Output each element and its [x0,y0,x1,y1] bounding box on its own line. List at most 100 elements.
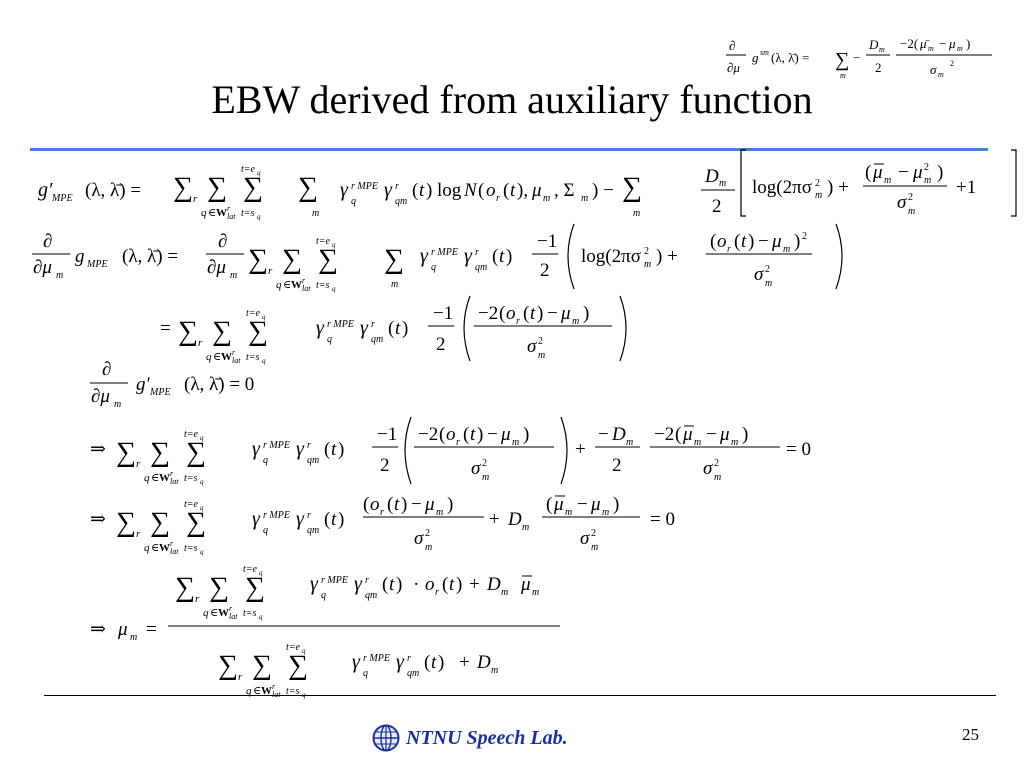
equations-block: q ∈ W r lat t=e q t=s q γ r MPE q γ r qm… [32,36,1017,700]
svg-text:⇒: ⇒ [90,509,106,530]
svg-text:o: o [425,574,435,595]
svg-text:m: m [56,270,63,281]
gsm-derivative-formula: ∂ ∂μ g sm (λ, λ̄) = ∑ m − D m 2 −2( μ̄ m… [726,36,992,80]
svg-text:+1: +1 [956,177,976,198]
svg-text:−2: −2 [418,424,438,445]
svg-text:log(2πσ: log(2πσ [581,246,641,267]
svg-text:2: 2 [540,260,550,281]
svg-text:m: m [114,399,121,410]
svg-text:∂μ: ∂μ [727,60,740,75]
ntnu-globe-logo-icon [372,724,400,752]
svg-text:(: ( [503,180,509,201]
svg-text:) +: ) + [656,246,678,267]
svg-text:2: 2 [436,334,446,355]
svg-text:∂: ∂ [218,231,227,252]
svg-text:−: − [853,50,860,65]
svg-text:): ) [937,162,943,183]
svg-text:r: r [435,587,439,598]
svg-text:= 0: = 0 [786,439,811,460]
svg-text:+: + [489,509,500,530]
svg-text:m: m [391,279,398,290]
svg-text:=: = [160,318,171,339]
svg-text:o: o [486,180,496,201]
svg-text:m: m [581,193,588,204]
svg-text:2: 2 [712,196,722,217]
svg-text:D: D [486,574,501,595]
svg-text:∂μ: ∂μ [33,257,52,278]
svg-text:MPE: MPE [51,193,73,204]
svg-text:−1: −1 [537,231,557,252]
svg-text:(λ, λ̄) =: (λ, λ̄) = [122,246,178,267]
svg-text:−: − [598,424,609,445]
svg-text:μ̄: μ̄ [919,36,931,51]
svg-text:μ: μ [948,36,956,51]
svg-text:m: m [928,44,934,53]
svg-text:∂μ: ∂μ [91,386,110,407]
svg-text:−2: −2 [478,303,498,324]
svg-text:−: − [898,162,909,183]
svg-text:D: D [611,424,626,445]
svg-text:μ: μ [520,574,531,595]
svg-text:m: m [230,270,237,281]
svg-text:D: D [507,509,522,530]
equation-mean-update: ⇒ μ m = · o r (t) + D m μ m + D m [90,564,560,699]
svg-text:m: m [957,44,963,53]
svg-text:MPE: MPE [86,259,108,270]
footer: NTNU Speech Lab. [372,723,568,753]
svg-text:D: D [476,652,491,673]
svg-text:∑: ∑ [835,49,849,71]
footer-lab-name: NTNU Speech Lab. [406,726,568,749]
svg-text:(: ( [478,180,484,201]
svg-text:r: r [496,193,500,204]
svg-text:m: m [522,522,529,533]
svg-text:(λ, λ̄) = 0: (λ, λ̄) = 0 [184,374,254,395]
svg-text:2: 2 [612,455,622,476]
svg-text:(λ, λ̄) =: (λ, λ̄) = [771,50,809,65]
svg-text:2: 2 [875,60,882,75]
svg-text:∂: ∂ [43,231,52,252]
svg-text:m: m [924,175,931,186]
equation-implication-2: ⇒ + D m = 0 [90,493,675,556]
svg-text:2: 2 [802,231,807,242]
svg-text:) −: ) − [592,180,614,201]
svg-text:⇒: ⇒ [90,439,106,460]
svg-text:−: − [939,36,946,51]
svg-text:m: m [633,208,640,219]
svg-text:(: ( [865,162,871,183]
svg-text:⇒: ⇒ [90,619,106,640]
svg-text:log: log [437,180,462,201]
svg-text:g: g [752,50,759,65]
equation-derivative-expanded: ∂ ∂μ m g MPE (λ, λ̄) = ∂ ∂μ m ∑ m −1 2 l… [32,223,843,293]
svg-text:μ: μ [912,162,923,183]
svg-text:2: 2 [380,455,390,476]
svg-text:2: 2 [950,59,954,68]
svg-text:g′: g′ [38,179,53,201]
svg-text:m: m [840,71,846,80]
svg-text:σ: σ [930,62,937,77]
svg-text:m: m [884,175,891,186]
svg-text:μ: μ [872,162,883,183]
svg-text:log(2πσ: log(2πσ [752,177,812,198]
footer-divider [44,695,996,696]
svg-text:μ: μ [531,180,542,201]
svg-text:(λ, λ̄) =: (λ, λ̄) = [85,180,141,201]
svg-text:+: + [469,574,480,595]
svg-text:t: t [510,180,516,201]
svg-text:−1: −1 [377,424,397,445]
svg-text:m: m [879,45,885,54]
svg-text:(: ( [442,574,448,595]
equation-derivative-simplified: = −1 2 −2 [160,295,627,365]
svg-text:m: m [626,437,633,448]
svg-text:m: m [815,190,822,201]
svg-text:∂: ∂ [729,38,735,53]
svg-text:=: = [146,619,157,640]
svg-text:μ: μ [117,619,128,640]
svg-text:∑: ∑ [298,172,318,203]
svg-text:∑: ∑ [384,244,404,275]
svg-text:sm: sm [760,48,769,57]
svg-text:g: g [75,246,85,267]
slide-title: EBW derived from auxiliary function [211,77,813,122]
svg-text:m: m [644,259,651,270]
svg-text:m: m [312,208,319,219]
svg-text:g′: g′ [136,374,151,395]
